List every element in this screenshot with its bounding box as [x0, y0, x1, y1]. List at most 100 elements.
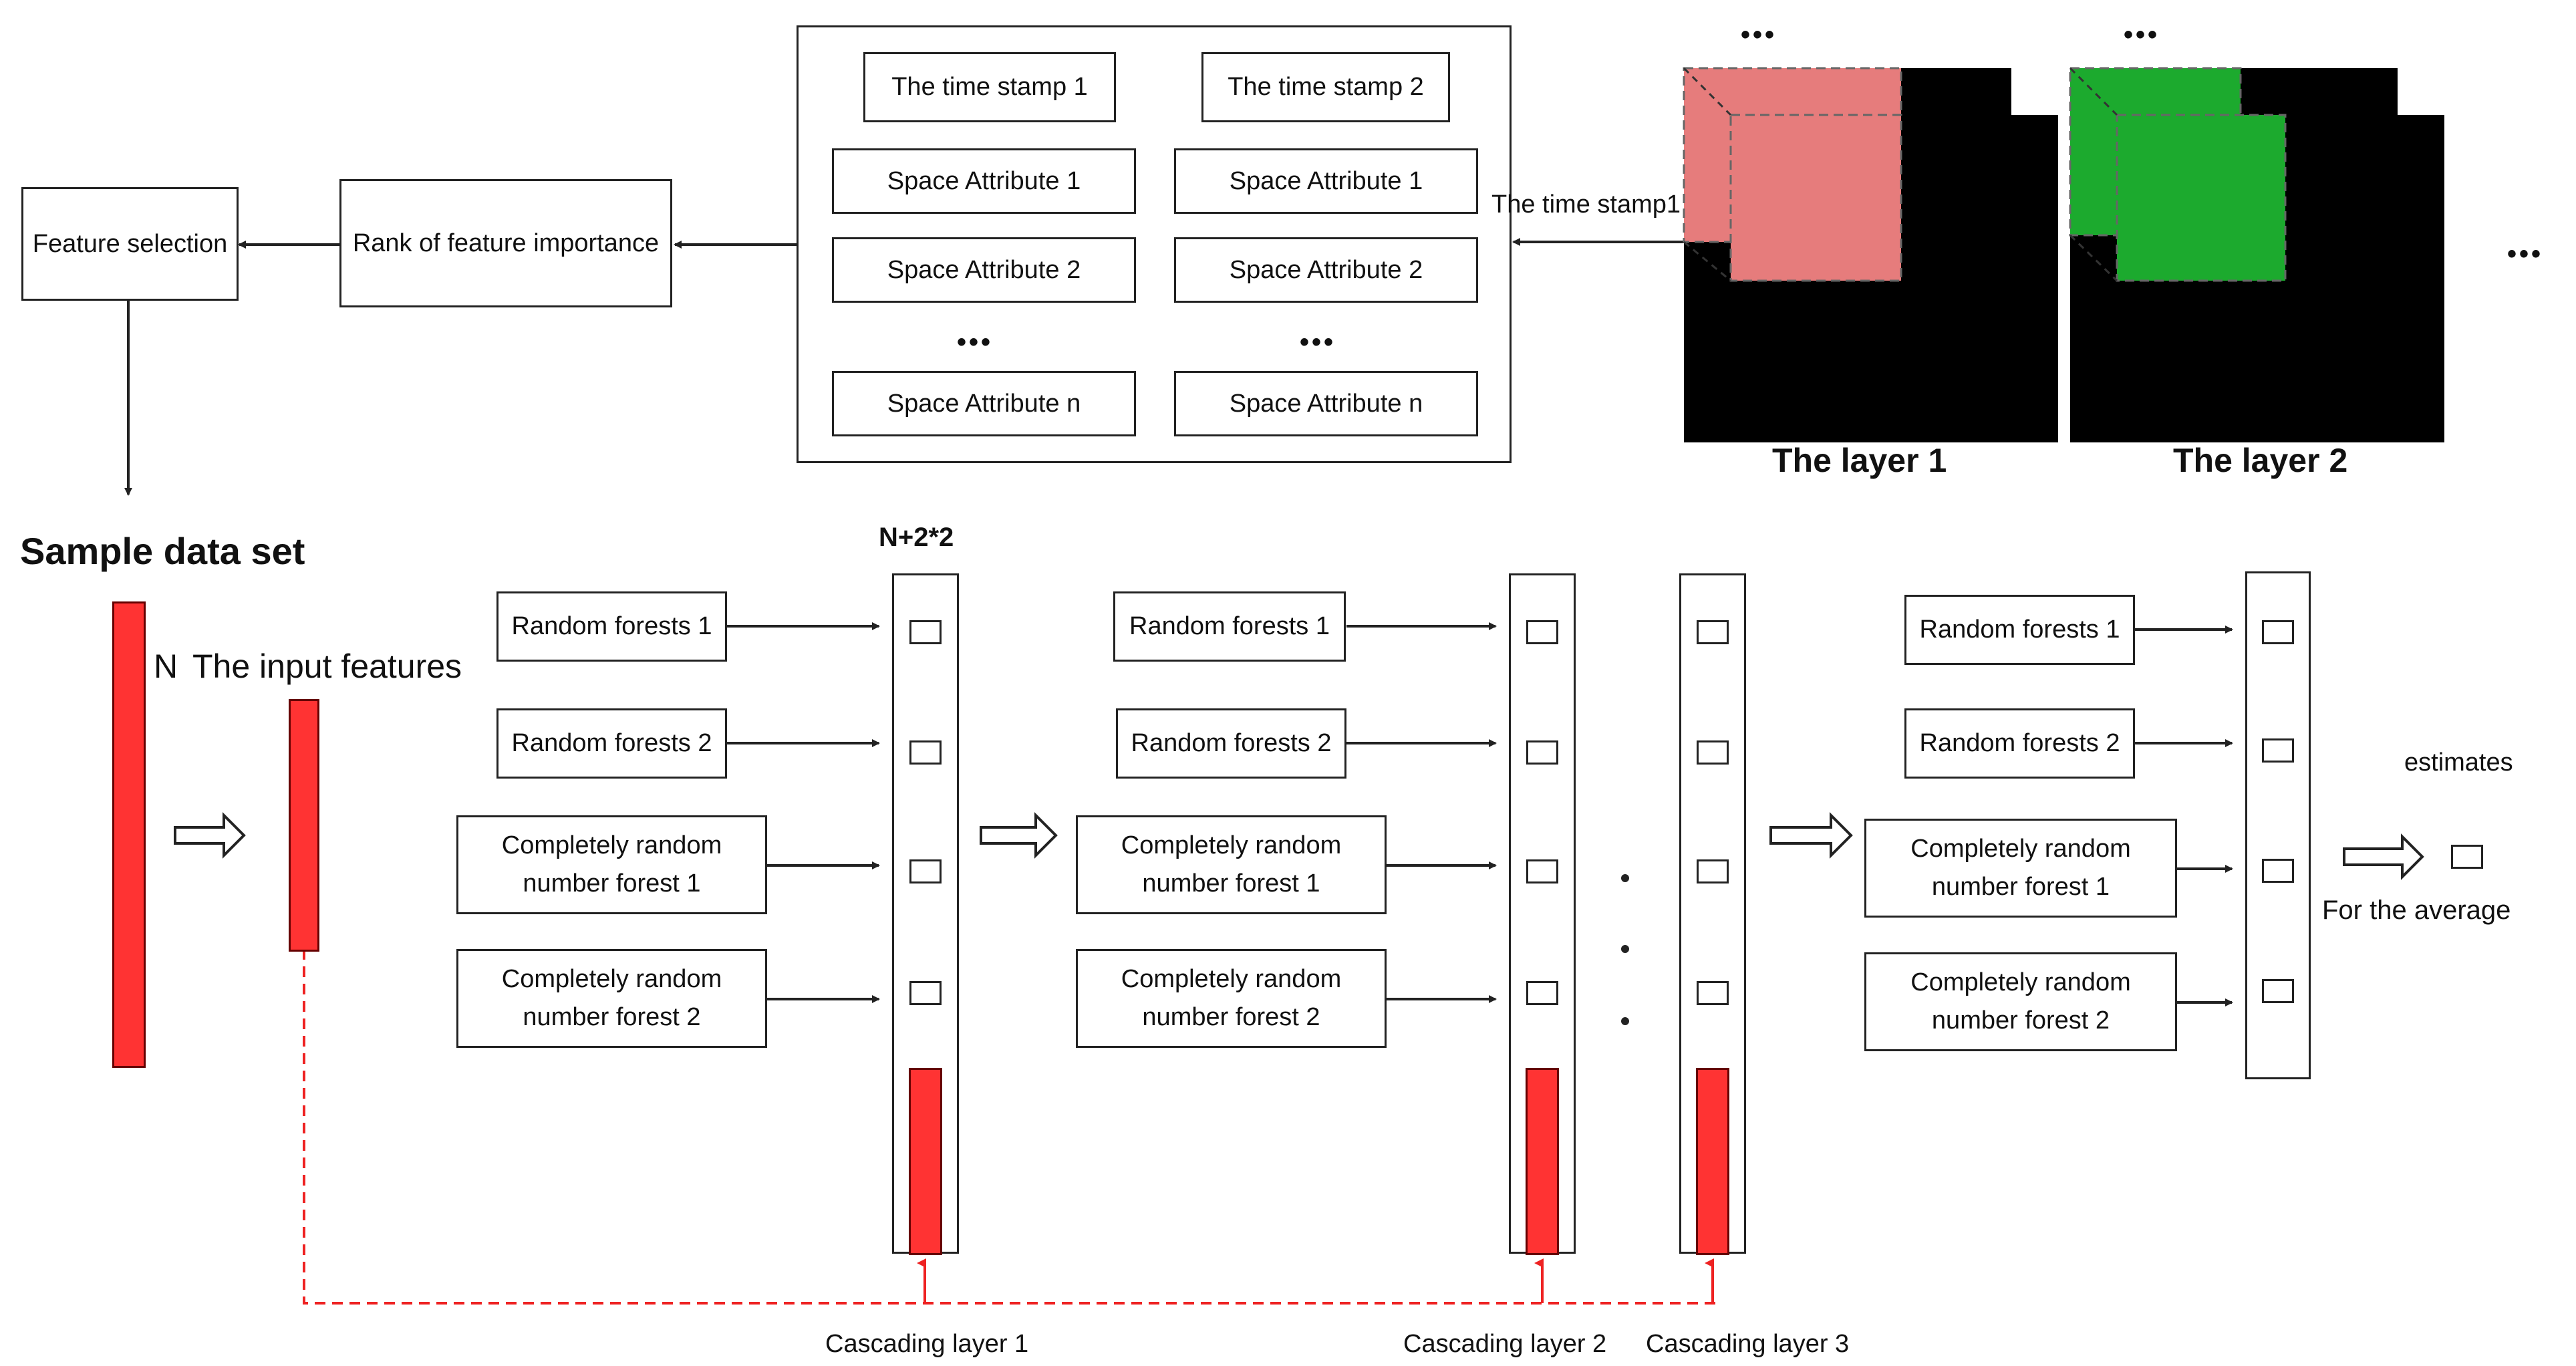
grid-cell — [1965, 68, 2011, 115]
attr-dots-right: ••• — [1300, 327, 1336, 357]
space-attr-label: Space Attribute 2 — [887, 255, 1081, 284]
feedback-dashed-line — [303, 949, 1716, 1305]
grid-cell — [2351, 396, 2398, 442]
input-features-label: The input features — [192, 648, 462, 685]
space-attr-l1: Space Attribute 1 — [832, 148, 1136, 214]
grid-cell — [1965, 349, 2011, 396]
grid-cell — [2351, 115, 2398, 162]
s1-random-forest-2: Random forests 2 — [496, 708, 727, 779]
input-features-bar — [289, 699, 319, 952]
grid-cell — [2351, 349, 2398, 396]
grid-cell — [2304, 209, 2351, 255]
hollow-arrow-3 — [1769, 812, 1853, 859]
feature-selection-label: Feature selection — [32, 229, 228, 258]
grid-cell — [2257, 349, 2304, 396]
grid-cell — [2398, 349, 2444, 396]
class-vector-box — [1697, 859, 1729, 883]
s2-random-forest-1: Random forests 1 — [1113, 591, 1346, 662]
s1-crf-1: Completely random number forest 1 — [456, 815, 767, 914]
space-attr-label: Space Attribute 1 — [1229, 166, 1423, 195]
s1-random-forest-1: Random forests 1 — [496, 591, 727, 662]
layer1-label: The layer 1 — [1772, 442, 1947, 479]
forest-label: Random forests 2 — [1131, 729, 1332, 757]
ellipsis-dot — [1621, 1017, 1629, 1025]
n22-label: N+2*2 — [879, 523, 954, 552]
grid-cell — [2164, 349, 2210, 396]
rank-importance-label: Rank of feature importance — [352, 229, 660, 257]
cascade-label-2: Cascading layer 2 — [1403, 1330, 1607, 1358]
grid-cell — [2351, 209, 2398, 255]
grid-cell — [2117, 349, 2164, 396]
class-vector-box — [2262, 979, 2294, 1003]
grid-cell — [1684, 255, 1731, 302]
more-layers-dots: ••• — [2507, 239, 2544, 269]
sample-data-set-label: Sample data set — [20, 530, 305, 572]
estimate-output-box — [2451, 845, 2483, 869]
forest-label: Completely random number forest 2 — [1910, 968, 2131, 1035]
hollow-arrow-4 — [2343, 833, 2424, 880]
grid-cell — [2011, 209, 2058, 255]
class-vector-box — [909, 859, 942, 883]
grid-cell — [2351, 162, 2398, 209]
grid-cell — [2070, 302, 2117, 349]
grid-cell — [1918, 209, 1965, 255]
ellipsis-dot — [1621, 945, 1629, 953]
time-stamp-arrow-label: The time stamp1 — [1491, 190, 1681, 219]
grid-cell — [2070, 255, 2117, 302]
forest-label: Completely random number forest 2 — [1121, 965, 1342, 1031]
grid-cell — [1824, 396, 1871, 442]
forest-label: Random forests 2 — [511, 729, 712, 757]
stage-arrows — [727, 622, 2233, 1006]
grid-cell — [1918, 302, 1965, 349]
forest-label: Random forests 2 — [1919, 729, 2120, 757]
s2-crf-2: Completely random number forest 2 — [1076, 949, 1387, 1048]
cascade-red-bar-1 — [909, 1068, 942, 1255]
grid-cell — [1777, 396, 1824, 442]
grid-cell — [1684, 302, 1731, 349]
forest-label: Random forests 1 — [1129, 612, 1330, 640]
grid-cell — [1731, 302, 1777, 349]
grid-cell — [1824, 349, 1871, 396]
rank-importance-box: Rank of feature importance — [339, 179, 672, 307]
grid-cell — [1918, 396, 1965, 442]
grid-cell — [2304, 162, 2351, 209]
class-vector-box — [909, 620, 942, 644]
grid-cell — [1965, 396, 2011, 442]
time-stamp-1-box: The time stamp 1 — [863, 52, 1116, 122]
grid-cell — [1965, 302, 2011, 349]
cascade-red-bar-2 — [1526, 1068, 1559, 1255]
cascade-red-bar-3 — [1696, 1068, 1729, 1255]
grid-cell — [2351, 68, 2398, 115]
class-vector-box — [2262, 620, 2294, 644]
class-vector-box — [2262, 859, 2294, 883]
grid-cell — [2398, 255, 2444, 302]
layer2-label: The layer 2 — [2173, 442, 2348, 479]
final-column — [2245, 571, 2311, 1079]
grid-cell — [2164, 302, 2210, 349]
grid-cell — [2304, 349, 2351, 396]
grid-cell — [2398, 162, 2444, 209]
forest-label: Completely random number forest 1 — [501, 831, 722, 898]
class-vector-box — [1526, 740, 1558, 765]
grid-cell — [1965, 209, 2011, 255]
grid-cell — [2398, 209, 2444, 255]
grid-cell — [2070, 349, 2117, 396]
estimates-label: estimates — [2404, 748, 2513, 777]
for-average-label: For the average — [2322, 896, 2511, 925]
grid-cell — [2398, 396, 2444, 442]
grid-cell — [2351, 302, 2398, 349]
class-vector-box — [1526, 620, 1558, 644]
grid-cell — [2257, 68, 2304, 115]
grid-cell — [1777, 302, 1824, 349]
grid-cell — [1918, 162, 1965, 209]
grid-cell — [2351, 255, 2398, 302]
grid-cell — [2164, 396, 2210, 442]
grid-cell — [2011, 162, 2058, 209]
grid-cell — [1965, 115, 2011, 162]
forest-label: Completely random number forest 1 — [1910, 835, 2131, 901]
hollow-arrow-2 — [980, 812, 1058, 859]
grid-cell — [2304, 396, 2351, 442]
class-vector-box — [909, 981, 942, 1005]
space-attr-label: Space Attribute 1 — [887, 166, 1081, 195]
